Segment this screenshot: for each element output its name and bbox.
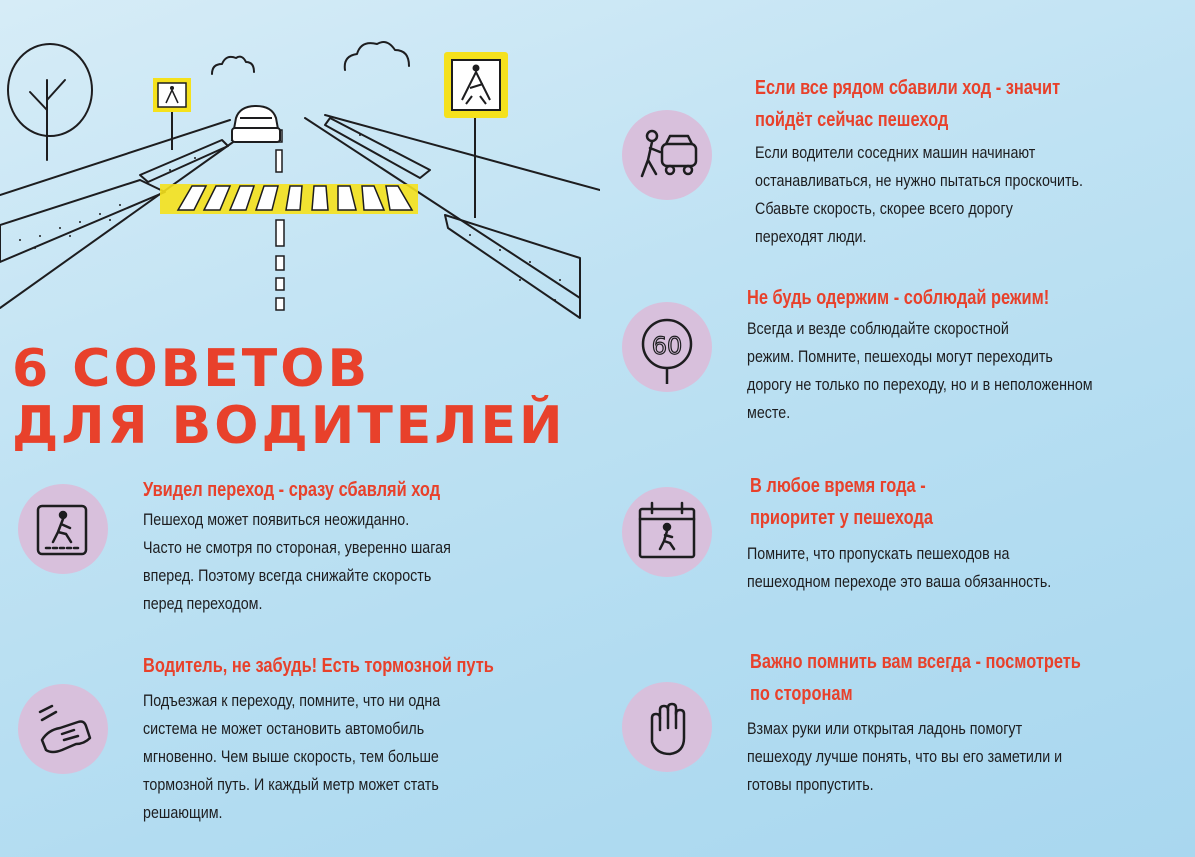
raised-palm-icon: [622, 682, 712, 772]
tip-4-heading: Не будь одержим - соблюдай режим!: [747, 287, 1050, 309]
crosswalk-sign-icon: [18, 484, 108, 574]
pedestrian-crossing-sign-right: [444, 52, 508, 218]
tip-2-body: Подъезжая к переходу, помните, что ни од…: [143, 691, 441, 822]
tree-icon: [7, 43, 93, 161]
tip-5-heading: В любое время года - приоритет у пешеход…: [750, 475, 933, 529]
calendar-pedestrian-icon: [622, 487, 712, 577]
tip-1-body: Пешеход может появиться неожиданно.Часто…: [143, 510, 451, 613]
title-line-1: 6 СОВЕТОВ: [12, 339, 371, 399]
pedestrian-crossing-sign-left: [153, 78, 191, 150]
pedestrian-between-cars-icon: [622, 110, 712, 200]
speed-limit-60-icon: 60: [622, 302, 712, 392]
tip-6-heading: Важно помнить вам всегда - посмотреть по…: [750, 651, 1081, 705]
title-line-2: ДЛЯ ВОДИТЕЛЕЙ: [12, 396, 566, 456]
speed-limit-value: 60: [652, 332, 683, 360]
cloud-icon: [211, 55, 255, 75]
tip-3-heading: Если все рядом сбавили ход - значит пойд…: [755, 77, 1061, 131]
hand-on-wheel-icon: [18, 684, 108, 774]
road-scene-illustration: [0, 41, 600, 319]
cloud-icon: [343, 41, 410, 71]
car-icon: [230, 104, 282, 143]
crosswalk-stripes: [160, 184, 418, 214]
tip-1-heading: Увидел переход - сразу сбавляй ход: [143, 479, 441, 501]
tip-2-heading: Водитель, не забудь! Есть тормозной путь: [143, 655, 494, 677]
